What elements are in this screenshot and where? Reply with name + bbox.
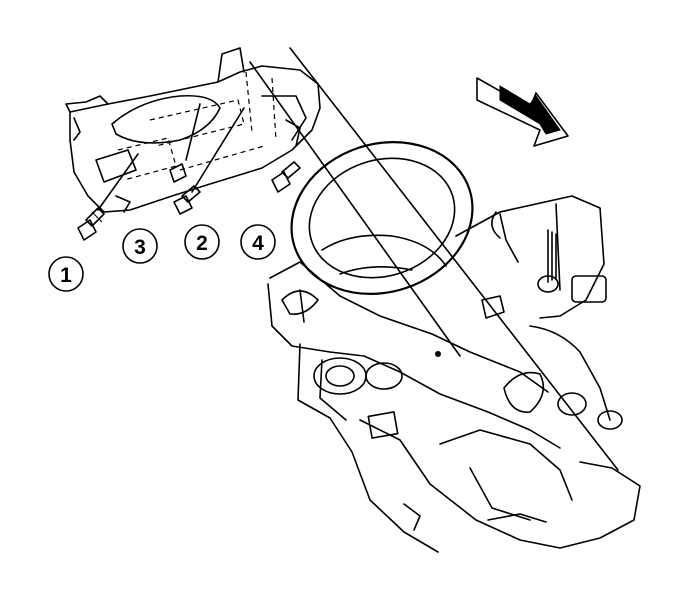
callout-4-label: 4	[252, 232, 264, 255]
dashboard-assembly	[455, 195, 607, 319]
bolt-3	[169, 163, 187, 183]
leader-lines	[97, 103, 245, 211]
bolt-4	[271, 161, 301, 193]
callout-1: 1	[48, 256, 84, 292]
steering-column	[249, 47, 619, 471]
bolt-1	[77, 207, 105, 241]
callout-3: 3	[122, 228, 158, 264]
callout-1-label: 1	[60, 264, 72, 287]
callout-2: 2	[184, 224, 220, 260]
callout-4: 4	[240, 224, 276, 260]
callout-3-label: 3	[134, 236, 146, 259]
direction-arrow-icon	[476, 77, 569, 147]
steering-wheel	[290, 140, 474, 296]
column-housing	[267, 261, 641, 553]
callout-2-label: 2	[196, 232, 208, 255]
bolt-2	[173, 185, 201, 215]
